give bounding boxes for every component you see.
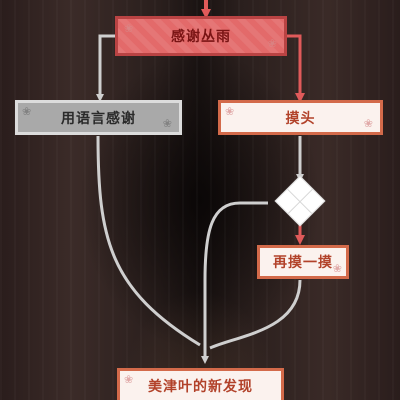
connector-choice-to-final: [201, 201, 268, 364]
node-label: 感谢丛雨: [171, 29, 231, 45]
sakura-petal-icon: ❀: [332, 262, 343, 275]
sakura-petal-icon: ❀: [124, 373, 135, 386]
sakura-petal-icon: ❀: [124, 22, 135, 35]
sakura-petal-icon: ❀: [22, 105, 33, 118]
sakura-petal-icon: ❀: [225, 105, 236, 118]
connector-to-pat-head: [287, 34, 305, 103]
sakura-petal-icon: ❀: [267, 37, 278, 50]
choice-diamond-icon: [274, 175, 326, 227]
connector-to-thank-verbally: [96, 34, 115, 102]
node-pat-again[interactable]: 再摸一摸 ❀: [257, 245, 349, 279]
connector-pat-again-to-final: [209, 279, 302, 350]
node-mitsuha-discovery[interactable]: ❀ 美津叶的新发现: [117, 368, 284, 400]
node-label: 再摸一摸: [273, 255, 333, 271]
sakura-petal-icon: ❀: [162, 117, 173, 130]
node-label: 摸头: [285, 110, 316, 127]
node-pat-head[interactable]: ❀ 摸头 ❀: [218, 100, 383, 135]
node-thank-verbally[interactable]: ❀ 用语言感谢 ❀: [15, 100, 182, 135]
node-label: 美津叶的新发现: [148, 379, 253, 395]
connector-verbally-to-final: [96, 135, 201, 347]
node-label: 用语言感谢: [61, 110, 136, 127]
sakura-petal-icon: ❀: [363, 117, 374, 130]
node-thank-mamenoki[interactable]: ❀ 感谢丛雨 ❀: [115, 16, 287, 56]
